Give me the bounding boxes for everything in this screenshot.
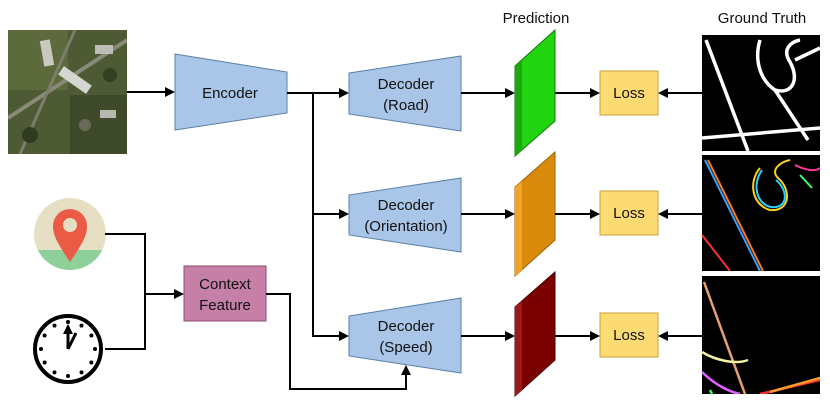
decoder-orientation-line2: (Orientation) (364, 218, 447, 235)
encoder-block: Encoder (174, 53, 288, 131)
connectors (105, 87, 702, 390)
loss-road-label: Loss (613, 85, 645, 102)
loss-speed-box: Loss (599, 312, 659, 358)
loss-orientation-box: Loss (599, 190, 659, 236)
decoder-road-line2: (Road) (383, 97, 429, 114)
decoder-orientation-line1: Decoder (378, 197, 435, 214)
ground-truth-orientation-mask (702, 155, 820, 271)
location-pin-icon (34, 198, 106, 270)
ground-truth-speed-mask (702, 276, 820, 394)
prediction-road (514, 28, 556, 158)
decoder-road-line1: Decoder (378, 76, 435, 93)
prediction-header: Prediction (503, 10, 570, 27)
prediction-speed (514, 270, 556, 398)
decoder-speed-line2: (Speed) (379, 339, 432, 356)
context-line1: Context (199, 276, 252, 293)
encoder-label: Encoder (202, 85, 258, 102)
decoder-speed-block: Decoder (Speed) (348, 297, 462, 374)
loss-orientation-label: Loss (613, 205, 645, 222)
decoder-orientation-block: Decoder (Orientation) (348, 177, 462, 253)
context-feature-block: Context Feature (183, 265, 267, 322)
decoder-road-block: Decoder (Road) (348, 55, 462, 132)
ground-truth-header: Ground Truth (718, 10, 806, 27)
context-line2: Feature (199, 297, 251, 314)
prediction-orientation (514, 150, 556, 278)
clock-icon (33, 314, 103, 384)
decoder-speed-line1: Decoder (378, 318, 435, 335)
ground-truth-road-mask (702, 35, 820, 151)
loss-speed-label: Loss (613, 327, 645, 344)
loss-road-box: Loss (599, 70, 659, 116)
aerial-image (8, 30, 127, 154)
